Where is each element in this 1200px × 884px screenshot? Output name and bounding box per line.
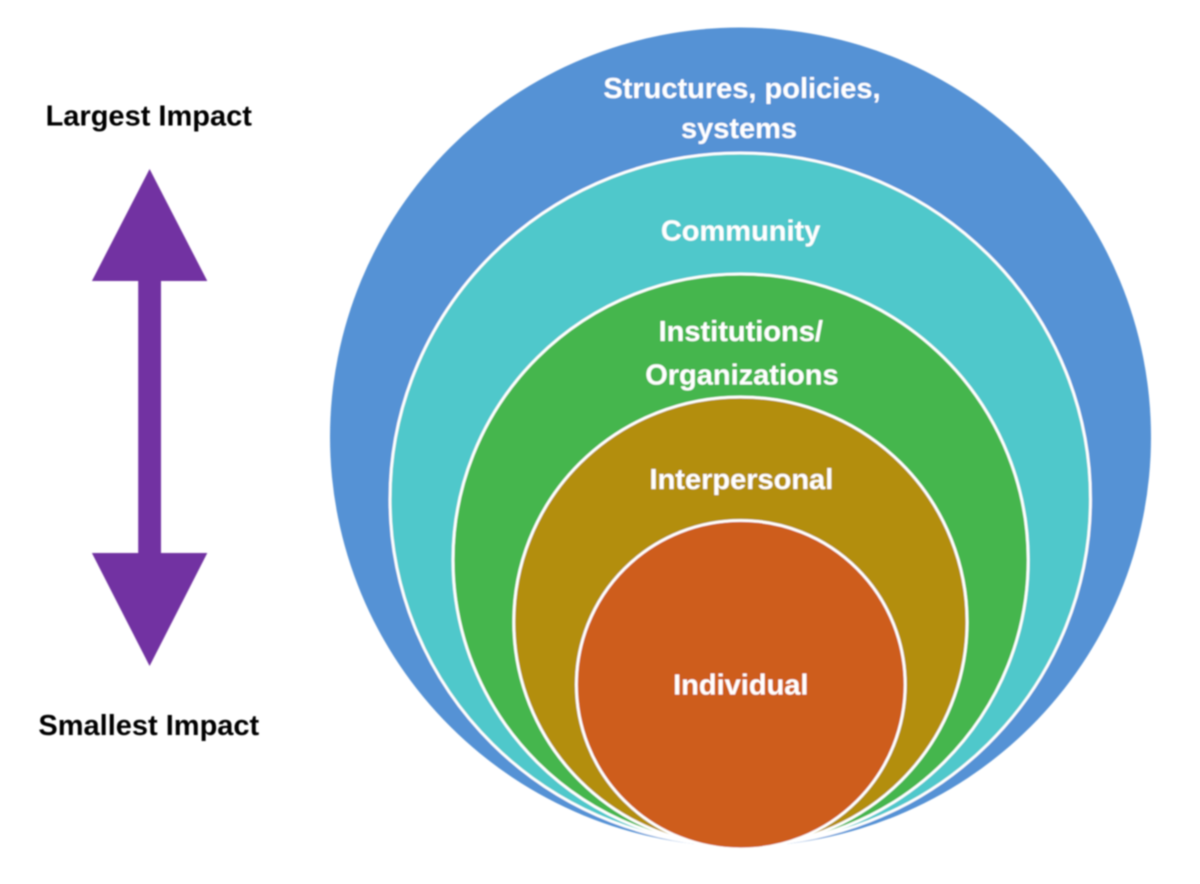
- svg-text:Individual: Individual: [673, 669, 808, 701]
- svg-text:Interpersonal: Interpersonal: [650, 464, 834, 496]
- svg-text:Organizations: Organizations: [645, 360, 838, 392]
- svg-text:Institutions/: Institutions/: [659, 316, 823, 348]
- svg-text:Largest Impact: Largest Impact: [46, 101, 253, 133]
- svg-text:Community: Community: [661, 216, 821, 248]
- svg-text:Smallest Impact: Smallest Impact: [38, 710, 259, 742]
- svg-text:Structures, policies,: Structures, policies,: [603, 73, 880, 105]
- svg-text:systems: systems: [681, 113, 797, 145]
